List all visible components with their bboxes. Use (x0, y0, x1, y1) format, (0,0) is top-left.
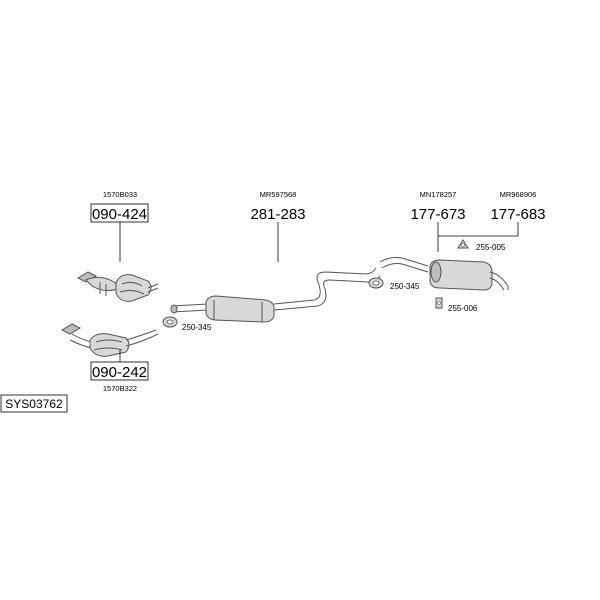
part-number-frame-lower (90, 361, 149, 381)
fitting-label-hanger-top[interactable]: 255-005 (476, 243, 506, 252)
fitting-label-clamp-rear[interactable]: 250-345 (390, 282, 420, 291)
catalytic-converter-upper[interactable] (76, 271, 159, 302)
hanger-top-icon[interactable] (457, 239, 469, 249)
part-ref-rear-silencer-a: MN178257 (420, 190, 457, 199)
part-number-frame-upper (90, 203, 149, 223)
part-number-middle-silencer[interactable]: 281-283 (250, 206, 305, 223)
catalytic-converter-lower[interactable] (60, 323, 159, 357)
middle-silencer[interactable] (170, 267, 381, 323)
fitting-label-hanger-bottom[interactable]: 255-006 (448, 304, 478, 313)
part-ref-cat-upper: 1570B033 (103, 190, 137, 199)
part-ref-middle-silencer: MR597568 (260, 190, 297, 199)
part-ref-cat-lower: 1570B322 (103, 384, 137, 393)
system-code-frame (0, 394, 68, 413)
leader-lines (119, 222, 519, 362)
fitting-label-clamp-front[interactable]: 250-345 (182, 323, 212, 332)
rear-silencer[interactable] (379, 257, 509, 291)
system-code: SYS03762 (5, 397, 63, 411)
part-ref-rear-silencer-b: MR968906 (500, 190, 537, 199)
clamp-rear-icon[interactable] (368, 277, 384, 289)
clamp-front-icon[interactable] (162, 316, 178, 328)
hanger-bottom-icon[interactable] (435, 297, 443, 309)
part-number-cat-upper[interactable]: 090-424 (92, 206, 147, 223)
part-number-rear-silencer-a[interactable]: 177-673 (410, 206, 465, 223)
part-number-cat-lower[interactable]: 090-242 (92, 364, 147, 381)
part-number-rear-silencer-b[interactable]: 177-683 (490, 206, 545, 223)
